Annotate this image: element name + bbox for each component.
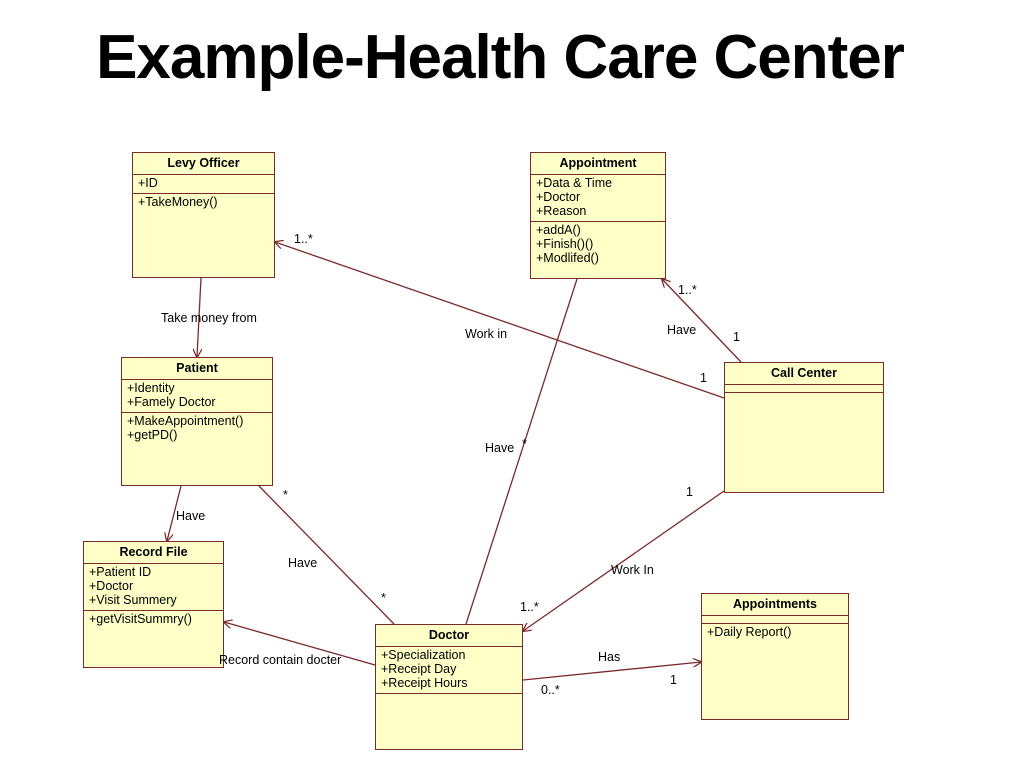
class-name: Call Center <box>725 363 883 385</box>
operations-section <box>725 393 883 397</box>
attribute: +ID <box>138 176 158 190</box>
class-record-file[interactable]: Record File +Patient ID +Doctor +Visit S… <box>83 541 224 668</box>
multiplicity-doctor-workin: 1..* <box>520 600 539 614</box>
class-name: Appointment <box>531 153 665 175</box>
attributes-section <box>702 616 848 624</box>
class-doctor[interactable]: Doctor +Specialization +Receipt Day +Rec… <box>375 624 523 750</box>
operation: +addA() <box>536 223 581 237</box>
operations-section: +Daily Report() <box>702 624 848 642</box>
multiplicity-doctor-has: 0..* <box>541 683 560 697</box>
assoc-take-money-from <box>197 277 201 357</box>
multiplicity-appointment-callcenter: 1..* <box>678 283 697 297</box>
assoc-have-patient-doctor <box>258 485 395 625</box>
class-name: Record File <box>84 542 223 564</box>
assoc-label-have-patient-doctor: Have <box>288 556 318 570</box>
class-name: Patient <box>122 358 272 380</box>
class-name: Doctor <box>376 625 522 647</box>
assoc-label-work-in: Work in <box>465 327 508 341</box>
multiplicity-doctor-appointment: * <box>522 437 527 451</box>
assoc-label-have-doctor-appointment: Have <box>485 441 515 455</box>
operation: +MakeAppointment() <box>127 414 244 428</box>
multiplicity-patient: * <box>283 488 288 502</box>
attributes-section: +Data & Time +Doctor +Reason <box>531 175 665 222</box>
operation: +Modlifed() <box>536 251 599 265</box>
assoc-have-appointment-doctor <box>465 278 578 625</box>
multiplicity-call-center-doctor: 1 <box>686 485 693 499</box>
assoc-label-work-in-doctor: Work In <box>611 563 654 577</box>
multiplicity-call-center-workin: 1 <box>700 371 707 385</box>
operations-section: +addA() +Finish()() +Modlifed() <box>531 222 665 268</box>
assoc-record-contain-doctor <box>224 622 376 666</box>
operation: +getPD() <box>127 428 178 442</box>
attribute: +Specialization <box>381 648 466 662</box>
assoc-label-has: Has <box>598 650 621 664</box>
multiplicity-doctor-patient: * <box>381 591 386 605</box>
attribute: +Receipt Day <box>381 662 457 676</box>
attributes-section: +Patient ID +Doctor +Visit Summery <box>84 564 223 611</box>
assoc-label-record-contain-doctor: Record contain docter <box>219 653 342 667</box>
attribute: +Patient ID <box>89 565 152 579</box>
attributes-section: +Specialization +Receipt Day +Receipt Ho… <box>376 647 522 694</box>
operations-section <box>376 694 522 698</box>
assoc-label-have-record: Have <box>176 509 206 523</box>
class-name: Levy Officer <box>133 153 274 175</box>
operation: +Daily Report() <box>707 625 792 639</box>
attribute: +Reason <box>536 204 587 218</box>
assoc-have-appointment-callcenter <box>662 279 742 363</box>
attribute: +Doctor <box>89 579 134 593</box>
class-appointment[interactable]: Appointment +Data & Time +Doctor +Reason… <box>530 152 666 279</box>
multiplicity-appointments: 1 <box>670 673 677 687</box>
assoc-has-appointments <box>522 662 701 681</box>
operation: +TakeMoney() <box>138 195 218 209</box>
attribute: +Receipt Hours <box>381 676 468 690</box>
attributes-section: +ID <box>133 175 274 194</box>
attribute: +Doctor <box>536 190 581 204</box>
operations-section: +MakeAppointment() +getPD() <box>122 413 272 445</box>
assoc-work-in-doctor <box>523 490 725 631</box>
operation: +Finish()() <box>536 237 594 251</box>
assoc-work-in-levy <box>275 242 725 399</box>
attributes-section <box>725 385 883 393</box>
assoc-have-patient-record <box>167 485 182 541</box>
operation: +getVisitSummry() <box>89 612 192 626</box>
class-name: Appointments <box>702 594 848 616</box>
attribute: +Famely Doctor <box>127 395 216 409</box>
operations-section: +TakeMoney() <box>133 194 274 212</box>
class-appointments[interactable]: Appointments +Daily Report() <box>701 593 849 720</box>
class-patient[interactable]: Patient +Identity +Famely Doctor +MakeAp… <box>121 357 273 486</box>
attributes-section: +Identity +Famely Doctor <box>122 380 272 413</box>
page-title: Example-Health Care Center <box>96 23 905 92</box>
operations-section: +getVisitSummry() <box>84 611 223 629</box>
class-call-center[interactable]: Call Center <box>724 362 884 493</box>
attribute: +Data & Time <box>536 176 613 190</box>
assoc-label-have-callcenter: Have <box>667 323 697 337</box>
class-levy-officer[interactable]: Levy Officer +ID +TakeMoney() <box>132 152 275 278</box>
attribute: +Identity <box>127 381 175 395</box>
assoc-label-take-money-from: Take money from <box>161 311 257 325</box>
attribute: +Visit Summery <box>89 593 177 607</box>
multiplicity-call-center-have: 1 <box>733 330 740 344</box>
multiplicity-levy-officer: 1..* <box>294 232 313 246</box>
